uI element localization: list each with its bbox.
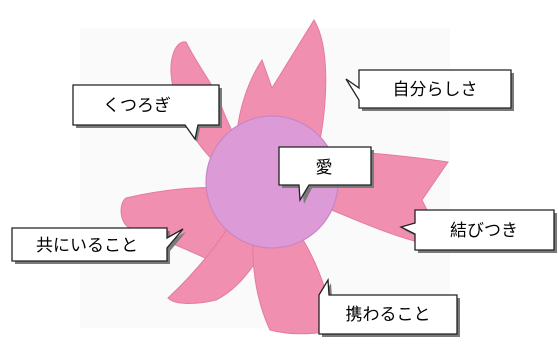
callout-relax-label: くつろぎ [103,96,171,116]
callout-involve-box [318,277,458,335]
callout-together-box [11,227,184,262]
callout-together: 共にいること [11,227,186,264]
callout-center: 愛 [278,146,374,204]
callout-involve: 携わること [318,277,460,337]
petal-bottom [252,223,335,335]
callout-self: 自分らしさ [345,69,514,111]
callout-self-box [345,69,512,109]
callout-bond-box [399,209,555,251]
callout-together-label: 共にいること [36,236,138,256]
callout-bond: 結びつき [399,209,557,253]
callout-center-label: 愛 [316,158,333,178]
callout-relax: くつろぎ [72,84,222,142]
callout-self-label: 自分らしさ [393,80,478,100]
callout-involve-label: 携わること [346,305,431,325]
callout-center-box [278,146,372,203]
callout-bond-label: 結びつき [450,221,518,241]
callout-relax-box [72,84,220,141]
